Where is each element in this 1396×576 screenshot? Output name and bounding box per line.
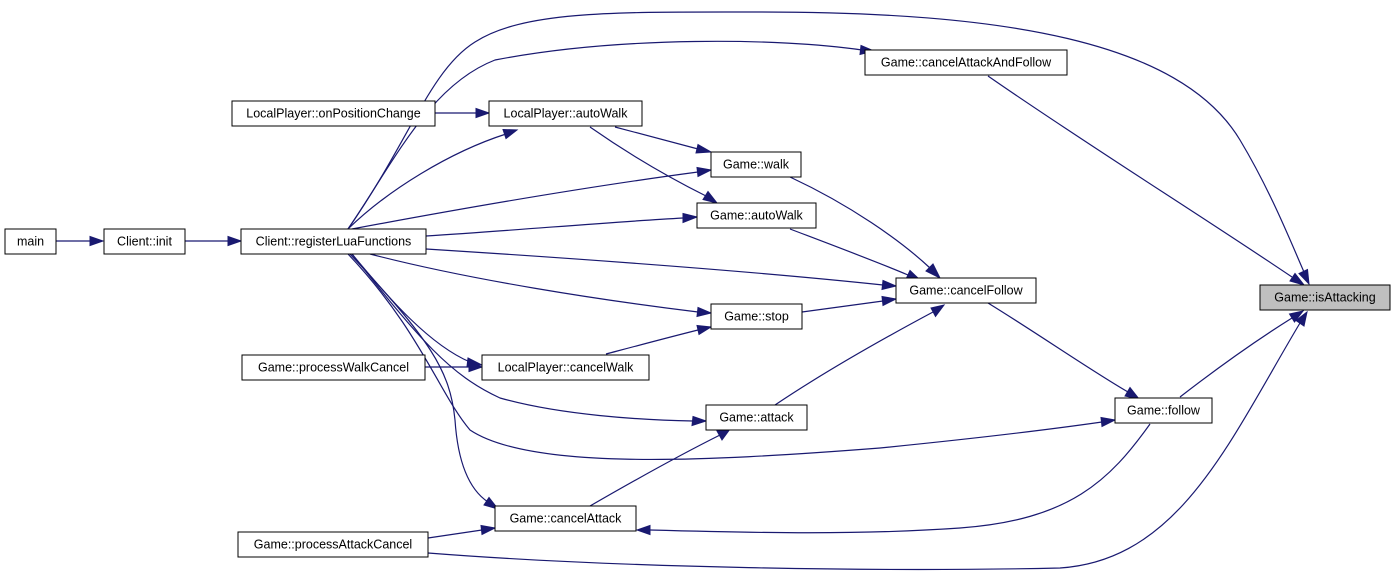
edge-lp-cancelwalk-to-game-stop: [605, 324, 713, 355]
edge-lp-autowalk-to-game-autowalk: [589, 126, 719, 204]
edge-process-attack-cancel-to-game-cancelattack: [427, 524, 497, 539]
node-game-walk[interactable]: Game::walk: [710, 151, 802, 178]
edge-register-lua-to-cancel-attack-follow: [347, 40, 876, 230]
node-process-walk-cancel[interactable]: Game::processWalkCancel: [241, 354, 426, 381]
node-register-lua[interactable]: Client::registerLuaFunctions: [240, 228, 427, 255]
edge-game-stop-to-game-cancelfollow: [801, 295, 898, 313]
edge-main-to-client-init: [56, 235, 105, 247]
edge-game-attack-to-game-cancelfollow: [774, 304, 946, 406]
edge-game-follow-to-is-attacking: [1179, 310, 1305, 398]
node-is-attacking[interactable]: Game::isAttacking: [1259, 284, 1391, 311]
node-on-position-change[interactable]: LocalPlayer::onPositionChange: [231, 100, 436, 127]
edge-register-lua-to-lp-cancelwalk: [351, 253, 484, 368]
node-game-autowalk[interactable]: Game::autoWalk: [696, 202, 817, 229]
node-main[interactable]: main: [4, 228, 57, 255]
node-lp-autowalk[interactable]: LocalPlayer::autoWalk: [488, 100, 643, 127]
node-game-cancelattack-label: Game::cancelAttack: [510, 512, 623, 526]
edge-game-cancelattack-to-game-attack: [589, 428, 732, 507]
edge-register-lua-to-lp-autowalk: [347, 128, 519, 230]
edge-register-lua-to-game-stop: [369, 253, 713, 318]
edge-register-lua-to-game-attack: [351, 253, 708, 427]
node-game-cancelattack[interactable]: Game::cancelAttack: [494, 505, 637, 532]
edge-register-lua-to-is-attacking: [347, 11, 1310, 286]
node-process-attack-cancel-label: Game::processAttackCancel: [254, 538, 412, 552]
node-lp-cancelwalk[interactable]: LocalPlayer::cancelWalk: [481, 354, 650, 381]
nodes-layer: main Client::init Client::registerLuaFun…: [4, 49, 1391, 558]
edges-layer: [56, 11, 1310, 571]
node-process-walk-cancel-label: Game::processWalkCancel: [258, 361, 409, 375]
node-game-cancelfollow-label: Game::cancelFollow: [909, 284, 1023, 298]
edge-lp-autowalk-to-game-walk: [614, 126, 713, 154]
node-cancel-attack-follow-label: Game::cancelAttackAndFollow: [881, 56, 1052, 70]
node-is-attacking-label: Game::isAttacking: [1274, 291, 1375, 305]
node-lp-cancelwalk-label: LocalPlayer::cancelWalk: [498, 361, 634, 375]
node-client-init-label: Client::init: [117, 235, 172, 249]
node-client-init[interactable]: Client::init: [103, 228, 186, 255]
node-game-attack-label: Game::attack: [719, 411, 794, 425]
node-game-stop[interactable]: Game::stop: [710, 303, 803, 330]
node-game-autowalk-label: Game::autoWalk: [710, 209, 803, 223]
edge-process-walk-cancel-to-lp-cancelwalk: [425, 361, 484, 373]
edge-game-follow-to-game-cancelattack: [635, 423, 1151, 536]
edge-register-lua-to-game-cancelattack: [349, 253, 500, 510]
edge-on-position-change-to-lp-autowalk: [435, 107, 491, 119]
edge-register-lua-to-game-walk: [351, 166, 713, 230]
edge-register-lua-to-game-cancelfollow: [425, 248, 898, 291]
edge-game-cancelfollow-to-game-follow: [987, 302, 1141, 400]
node-process-attack-cancel[interactable]: Game::processAttackCancel: [237, 531, 429, 558]
edge-cancel-attack-follow-to-is-attacking: [987, 75, 1306, 286]
node-on-position-change-label: LocalPlayer::onPositionChange: [246, 107, 420, 121]
node-game-attack[interactable]: Game::attack: [705, 404, 808, 431]
node-register-lua-label: Client::registerLuaFunctions: [256, 235, 412, 249]
edge-register-lua-to-game-follow: [347, 253, 1117, 460]
node-cancel-attack-follow[interactable]: Game::cancelAttackAndFollow: [864, 49, 1068, 76]
edge-process-attack-cancel-to-is-attacking: [427, 310, 1308, 571]
node-game-follow[interactable]: Game::follow: [1114, 397, 1213, 424]
node-game-cancelfollow[interactable]: Game::cancelFollow: [895, 277, 1037, 304]
edge-client-init-to-register-lua: [185, 235, 243, 247]
node-game-stop-label: Game::stop: [724, 310, 789, 324]
edge-game-walk-to-game-cancelfollow: [789, 176, 942, 280]
edge-register-lua-to-game-autowalk: [425, 212, 699, 237]
node-main-label: main: [17, 235, 44, 249]
node-game-walk-label: Game::walk: [723, 158, 790, 172]
node-lp-autowalk-label: LocalPlayer::autoWalk: [504, 107, 629, 121]
edge-game-autowalk-to-game-cancelfollow: [789, 228, 922, 281]
node-game-follow-label: Game::follow: [1127, 404, 1201, 418]
